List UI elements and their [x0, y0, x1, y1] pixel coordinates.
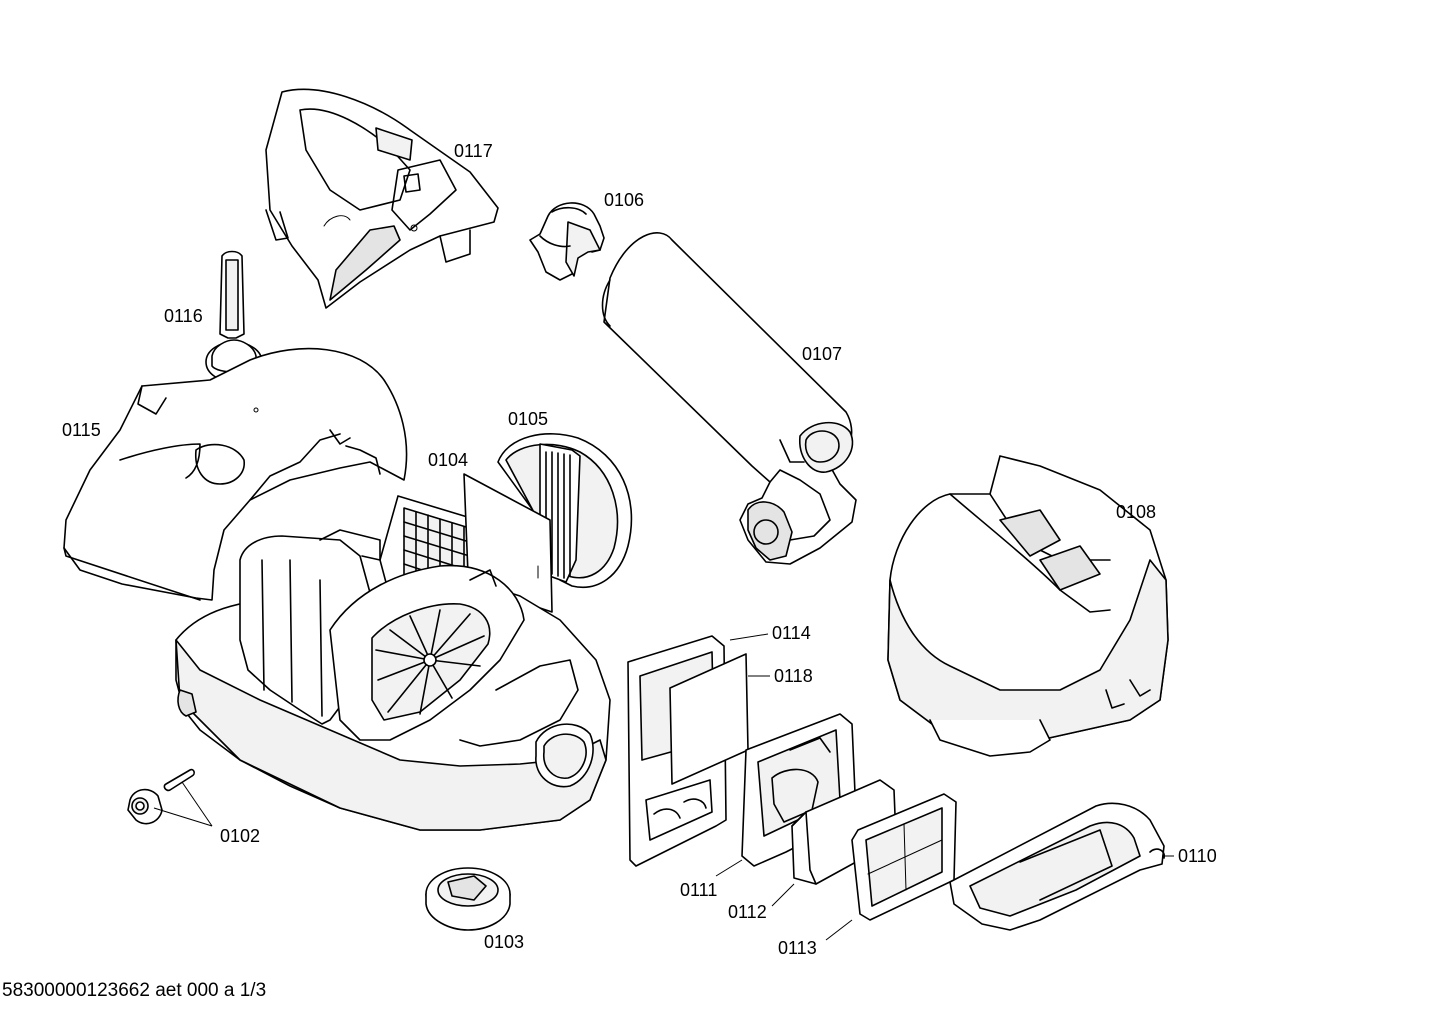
label-0117: 0117 — [454, 141, 493, 161]
label-0108: 0108 — [1116, 502, 1156, 522]
label-0106: 0106 — [604, 190, 644, 210]
label-0111: 0111 — [680, 880, 717, 900]
part-0102-wheel-and-axle[interactable] — [127, 768, 195, 825]
label-0115: 0115 — [62, 420, 101, 440]
leader-lines — [153, 633, 1174, 941]
label-0116: 0116 — [164, 306, 203, 326]
part-0105-oval-filter-holder[interactable] — [497, 433, 633, 588]
part-0117-handle-cover[interactable] — [265, 88, 499, 309]
label-0107: 0107 — [802, 344, 842, 364]
label-0105: 0105 — [508, 409, 548, 429]
document-id: 58300000123662 aet 000 a 1/3 — [2, 980, 267, 1001]
part-labels: 0117 0106 0116 0107 0105 0115 0104 0108 … — [62, 141, 1217, 958]
part-0107-motor-housing[interactable] — [601, 232, 857, 565]
part-main-body[interactable] — [175, 529, 611, 831]
part-0113-grid-frame[interactable] — [851, 793, 957, 921]
label-0110: 0110 — [1178, 846, 1217, 866]
label-0103: 0103 — [484, 932, 524, 952]
part-0110-base-tray[interactable] — [949, 802, 1166, 931]
label-0112: 0112 — [728, 902, 767, 922]
label-0102: 0102 — [220, 826, 260, 846]
part-0115-upper-shell[interactable] — [63, 347, 408, 601]
part-0106-motor-fan[interactable] — [529, 202, 605, 281]
label-0114: 0114 — [772, 623, 811, 643]
part-0103-round-cap[interactable] — [425, 867, 511, 931]
label-0118: 0118 — [774, 666, 813, 686]
part-0108-rear-housing[interactable] — [887, 455, 1169, 757]
label-0104: 0104 — [428, 450, 468, 470]
label-0113: 0113 — [778, 938, 817, 958]
